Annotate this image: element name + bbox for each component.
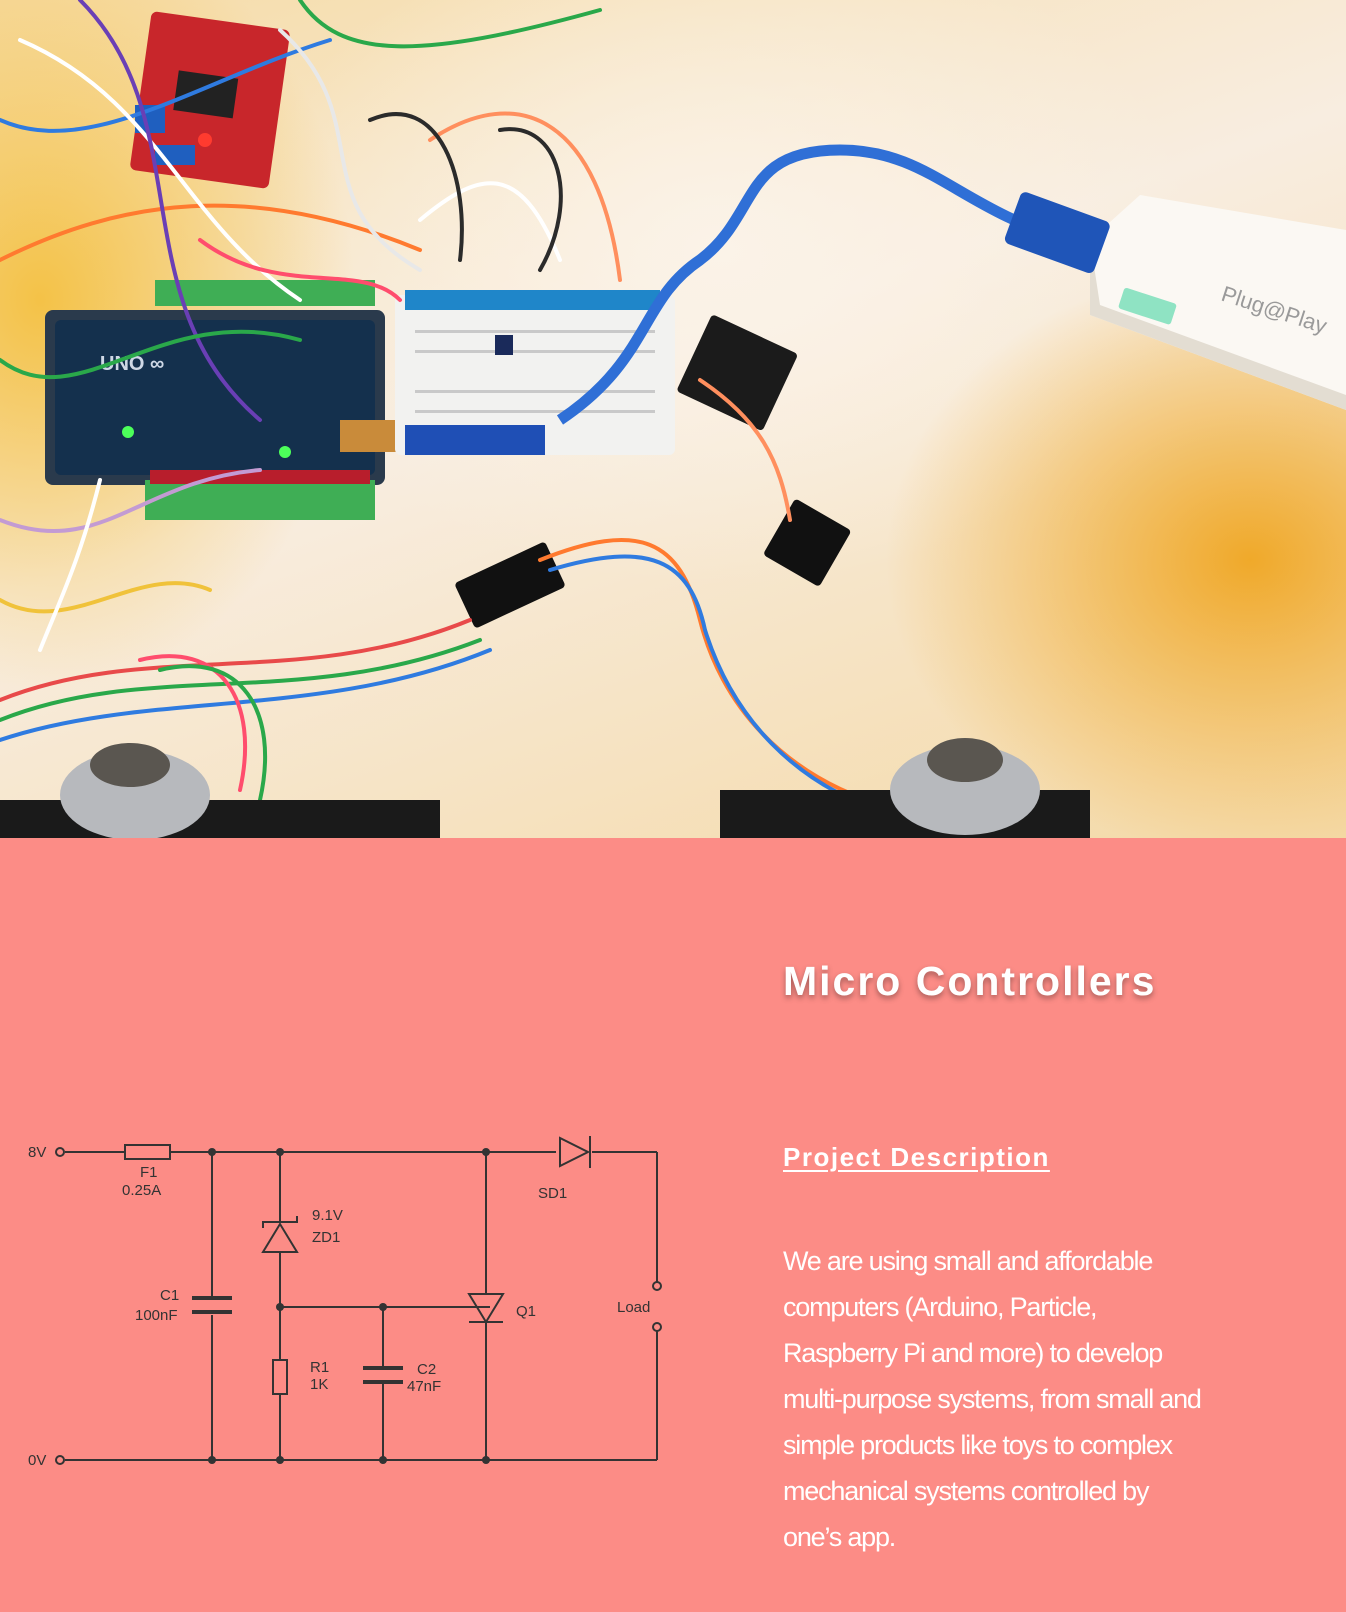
usb-cable xyxy=(556,144,1072,425)
label-8v: 8V xyxy=(28,1144,46,1161)
section-title: Micro Controllers xyxy=(783,958,1157,1004)
motor-right xyxy=(720,738,1090,838)
label-c2: C2 xyxy=(417,1361,436,1378)
label-q1: Q1 xyxy=(516,1303,536,1320)
wire-connector xyxy=(455,542,565,628)
svg-text:UNO ∞: UNO ∞ xyxy=(100,353,164,375)
label-sd1: SD1 xyxy=(538,1185,567,1202)
circuit-schematic: 8V 0V F1 0.25A 9.1V ZD1 SD1 C1 100nF R1 … xyxy=(28,1136,662,1469)
project-description-heading: Project Description xyxy=(783,1142,1050,1172)
hero-photo: UNO ∞ Plug@Play xyxy=(0,0,1346,838)
label-c1-value: 100nF xyxy=(135,1307,178,1324)
label-0v: 0V xyxy=(28,1452,46,1469)
electronics-scene: UNO ∞ Plug@Play xyxy=(0,0,1346,838)
project-description-text: We are using small and affordable comput… xyxy=(783,1246,1202,1552)
breadboard xyxy=(395,290,675,455)
label-f1: F1 xyxy=(140,1164,158,1181)
label-load: Load xyxy=(617,1299,650,1316)
label-c2-value: 47nF xyxy=(407,1378,441,1395)
label-f1-value: 0.25A xyxy=(122,1182,161,1199)
label-zd1: ZD1 xyxy=(312,1229,340,1246)
power-bank: Plug@Play xyxy=(1090,195,1346,410)
ultrasonic-module xyxy=(764,499,851,586)
jumper-wires xyxy=(0,0,912,822)
sensor-module xyxy=(677,315,797,430)
label-r1-value: 1K xyxy=(310,1376,328,1393)
label-zd1-value: 9.1V xyxy=(312,1207,343,1224)
arduino-board: UNO ∞ xyxy=(45,280,400,520)
usb-plug xyxy=(1004,192,1110,274)
label-r1: R1 xyxy=(310,1359,329,1376)
motor-left xyxy=(0,743,440,838)
label-c1: C1 xyxy=(160,1287,179,1304)
